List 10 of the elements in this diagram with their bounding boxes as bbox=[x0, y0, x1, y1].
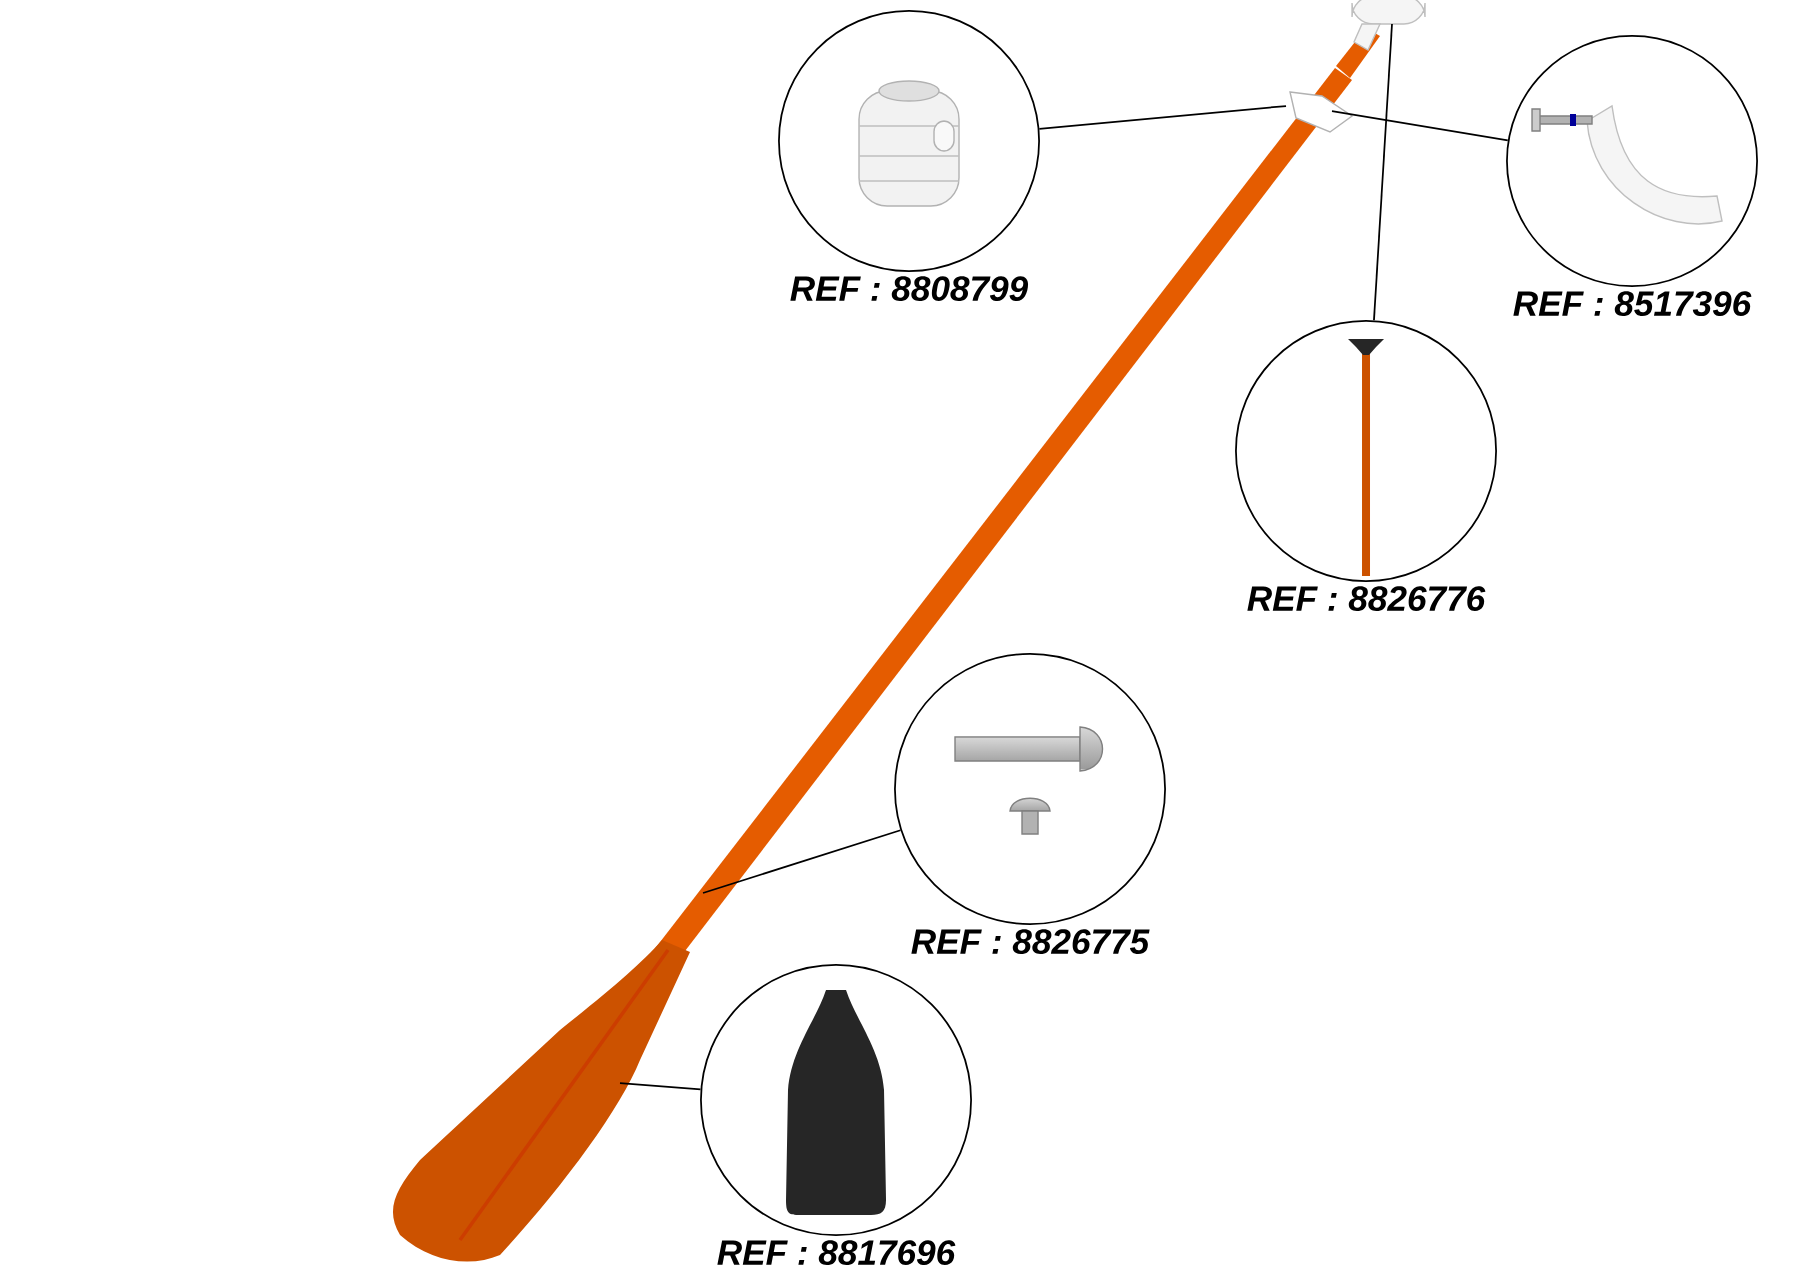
node-label: REF : 8808799 bbox=[790, 276, 1029, 302]
leader-line bbox=[1038, 105, 1287, 130]
node-label: REF : 8826775 bbox=[911, 929, 1150, 955]
node-label: REF : 8817696 bbox=[717, 1240, 956, 1266]
leader-line bbox=[702, 829, 902, 894]
leader-line bbox=[1331, 110, 1509, 142]
node-label: REF : 8517396 bbox=[1513, 291, 1752, 317]
leader-line bbox=[619, 1082, 702, 1091]
leader-line bbox=[1373, 23, 1393, 322]
node-label: REF : 8826776 bbox=[1247, 586, 1486, 612]
